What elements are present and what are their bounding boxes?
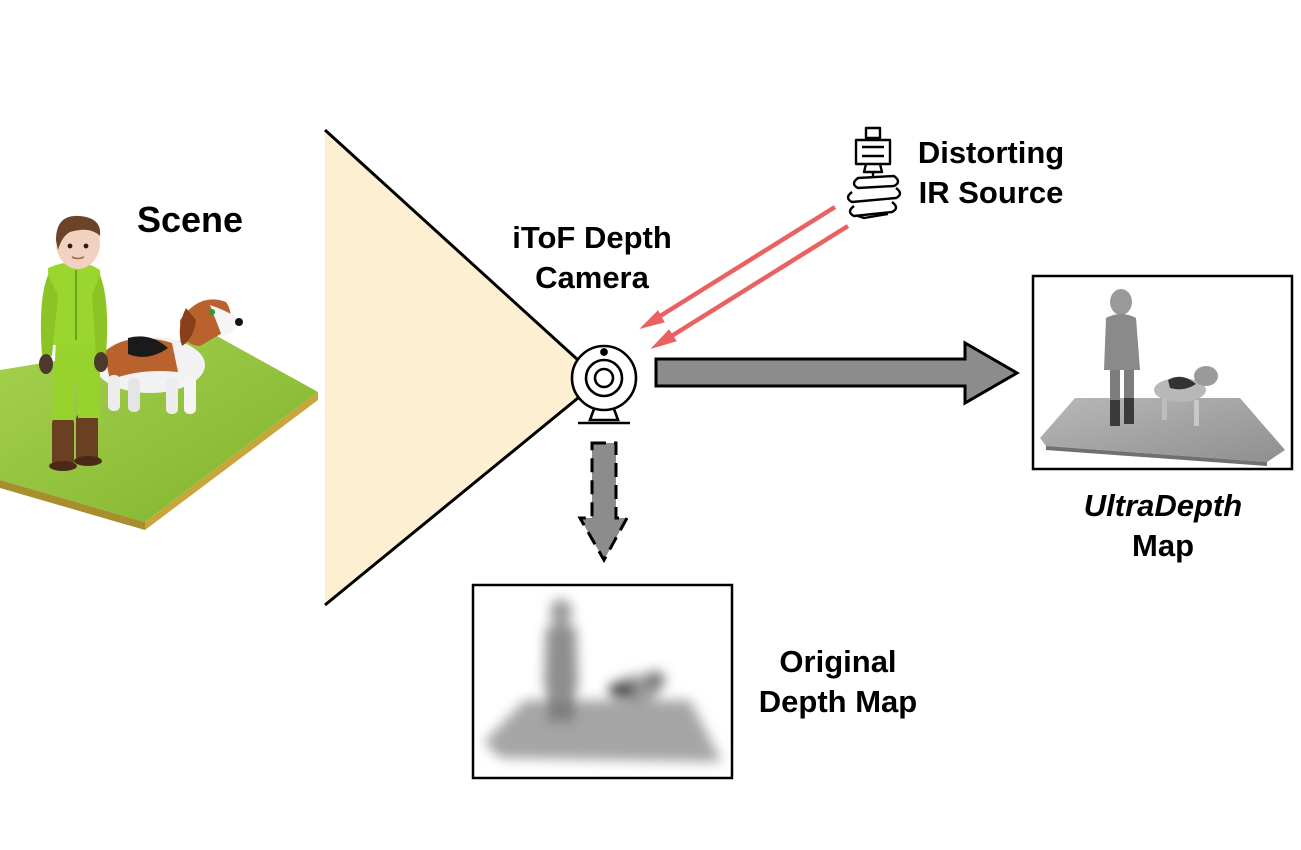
camera-label-line2: Camera (535, 260, 649, 296)
fov-edge-top (323, 128, 602, 382)
original-label-line2: Depth Map (758, 684, 918, 720)
ultradepth-label-line2: Map (1132, 528, 1194, 564)
platform-edge-front (0, 480, 145, 530)
camera-label-line1: iToF Depth (512, 220, 672, 255)
original-arrow (577, 441, 630, 564)
light-bulb-icon (846, 126, 902, 220)
original-depth-map-panel (471, 583, 734, 780)
camera-field-of-view (325, 130, 600, 605)
scene-label: Scene (120, 197, 260, 244)
ir-rays (639, 205, 850, 349)
ultradepth-arrow (654, 340, 1021, 406)
ir-source-label-line1: Distorting (917, 135, 1065, 170)
scene-label-text: Scene (136, 199, 244, 240)
webcam-icon (570, 344, 638, 425)
ir-source-label-line2: IR Source (918, 175, 1064, 211)
platform-edge-side (145, 392, 318, 530)
ir-source-label: Distorting IR Source (896, 133, 1086, 214)
ultradepth-label-line1: UltraDepth (1083, 488, 1243, 523)
original-label-line1: Original (779, 644, 897, 679)
boy-figure (39, 215, 108, 471)
original-depth-map-label: Original Depth Map (738, 642, 938, 723)
camera-label: iToF Depth Camera (492, 218, 692, 299)
ultradepth-map-label: UltraDepth Map (1053, 486, 1273, 567)
ultradepth-map-panel (1031, 274, 1294, 471)
fov-edge-bottom (324, 378, 601, 607)
scene-illustration (0, 215, 318, 530)
